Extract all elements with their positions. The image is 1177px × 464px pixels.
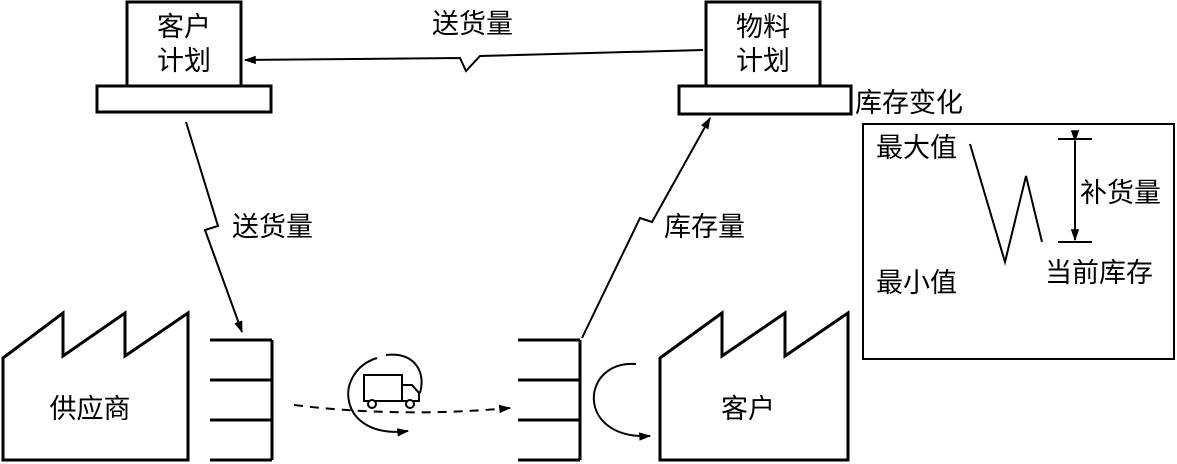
material-plan-line2: 计划	[736, 46, 790, 77]
consumption-loop-arrow	[592, 362, 652, 441]
customer-label: 客户	[721, 394, 775, 425]
material-plan-line1: 物料	[736, 12, 790, 43]
delivery-signal-arrow-top	[243, 49, 704, 73]
customer-plan-terminal: 客户 计划	[95, 0, 273, 114]
customer-plan-line2: 计划	[157, 46, 211, 77]
customer-factory: 客户	[658, 310, 850, 462]
customer-storage-rack	[518, 338, 582, 462]
left-flow-label: 送货量	[232, 212, 313, 243]
material-plan-base	[677, 84, 853, 116]
top-flow-label: 送货量	[432, 9, 513, 40]
truck-loop-arrow	[347, 357, 410, 437]
customer-plan-base	[95, 84, 273, 114]
inventory-sawtooth-line	[969, 143, 1043, 266]
truck-loop-top	[385, 353, 423, 394]
material-plan-terminal: 物料 计划	[677, 0, 853, 116]
supplier-factory: 供应商	[1, 310, 190, 462]
transport-route-dashed-arrow	[293, 404, 512, 414]
current-inventory-label: 当前库存	[1045, 258, 1153, 289]
material-plan-monitor	[704, 0, 822, 88]
inventory-panel-title: 库存变化	[855, 88, 963, 119]
replenish-label: 补货量	[1080, 178, 1161, 209]
truck-icon	[347, 353, 423, 437]
inventory-panel-box	[862, 123, 1175, 360]
max-value-label: 最大值	[876, 133, 957, 164]
right-flow-label: 库存量	[664, 212, 745, 243]
inventory-signal-arrow	[581, 116, 711, 339]
delivery-signal-arrow-left	[185, 121, 243, 334]
supplier-factory-building	[1, 310, 190, 462]
customer-factory-building	[658, 310, 850, 462]
customer-plan-monitor	[125, 0, 243, 88]
supplier-label: 供应商	[50, 394, 131, 425]
customer-plan-line1: 客户	[157, 12, 211, 43]
min-value-label: 最小值	[876, 268, 957, 299]
supplier-storage-rack	[210, 338, 274, 462]
inventory-change-panel: 库存变化 最大值 最小值 补货量 当前库存	[855, 88, 1175, 360]
